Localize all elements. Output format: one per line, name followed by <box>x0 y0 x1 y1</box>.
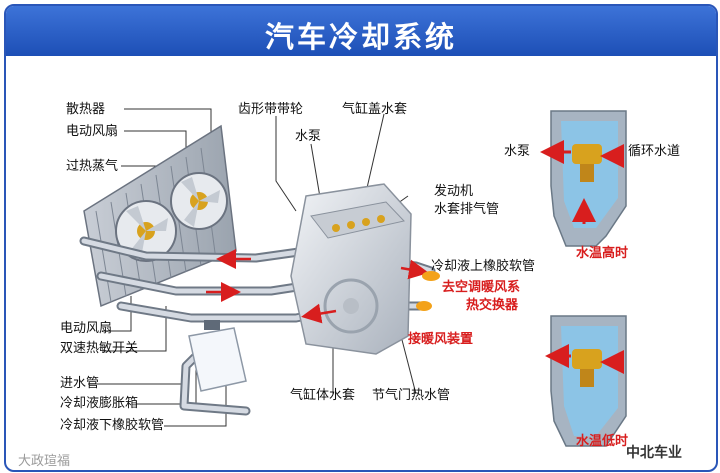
expansion-tank-shape <box>188 320 247 392</box>
label-fan-switch-1: 电动风扇 <box>60 321 113 336</box>
watermark-left: 大政瑄福 <box>18 454 71 469</box>
label-engine-jacket-vent-1: 发动机 <box>434 184 474 199</box>
thermostat-inset-high <box>550 110 627 247</box>
label-to-ac-heater-1: 去空调暖风系 <box>442 280 521 295</box>
label-engine-jacket-vent-2: 水套排气管 <box>434 202 500 217</box>
label-expansion-tank: 冷却液膨胀箱 <box>60 396 139 411</box>
label-throttle-hot-water-pipe: 节气门热水管 <box>372 388 451 403</box>
flow-arrows <box>206 249 429 324</box>
label-inlet-pipe: 进水管 <box>60 376 100 391</box>
engine-block-shape <box>290 183 412 355</box>
label-timing-belt-pulley: 齿形带带轮 <box>238 102 304 117</box>
thermostat-high-arrows <box>540 140 624 224</box>
label-coolant-upper-hose: 冷却液上橡胶软管 <box>431 259 536 274</box>
watermark-right: 中北车业 <box>626 445 682 461</box>
label-fan-switch-2: 双速热敏开关 <box>60 341 139 356</box>
thermostat-inset-low <box>550 315 627 447</box>
diagram-frame: 汽车冷却系统 <box>4 4 718 472</box>
label-high-temp: 水温高时 <box>576 246 629 261</box>
label-water-pump: 水泵 <box>295 129 322 144</box>
label-circulation-channel: 循环水道 <box>628 144 681 159</box>
electric-fan-shapes <box>115 172 228 262</box>
cooling-system-illustration <box>79 108 627 447</box>
label-heater-connection: 接暖风装置 <box>408 332 474 347</box>
page-title: 汽车冷却系统 <box>264 20 457 54</box>
hot-air-glow <box>416 271 440 311</box>
label-overheated-steam: 过热蒸气 <box>66 159 119 174</box>
thermostat-low-arrows <box>545 344 624 374</box>
label-cylinder-head-jacket: 气缸盖水套 <box>342 102 408 117</box>
label-to-ac-heater-2: 热交换器 <box>466 298 519 313</box>
label-coolant-lower-hose: 冷却液下橡胶软管 <box>60 418 165 433</box>
label-cylinder-block-jacket: 气缸体水套 <box>290 388 356 403</box>
label-low-temp: 水温低时 <box>576 434 629 449</box>
label-inset-water-pump: 水泵 <box>504 144 531 159</box>
label-electric-fan: 电动风扇 <box>66 124 119 139</box>
label-radiator: 散热器 <box>66 102 106 117</box>
title-banner <box>6 6 716 56</box>
